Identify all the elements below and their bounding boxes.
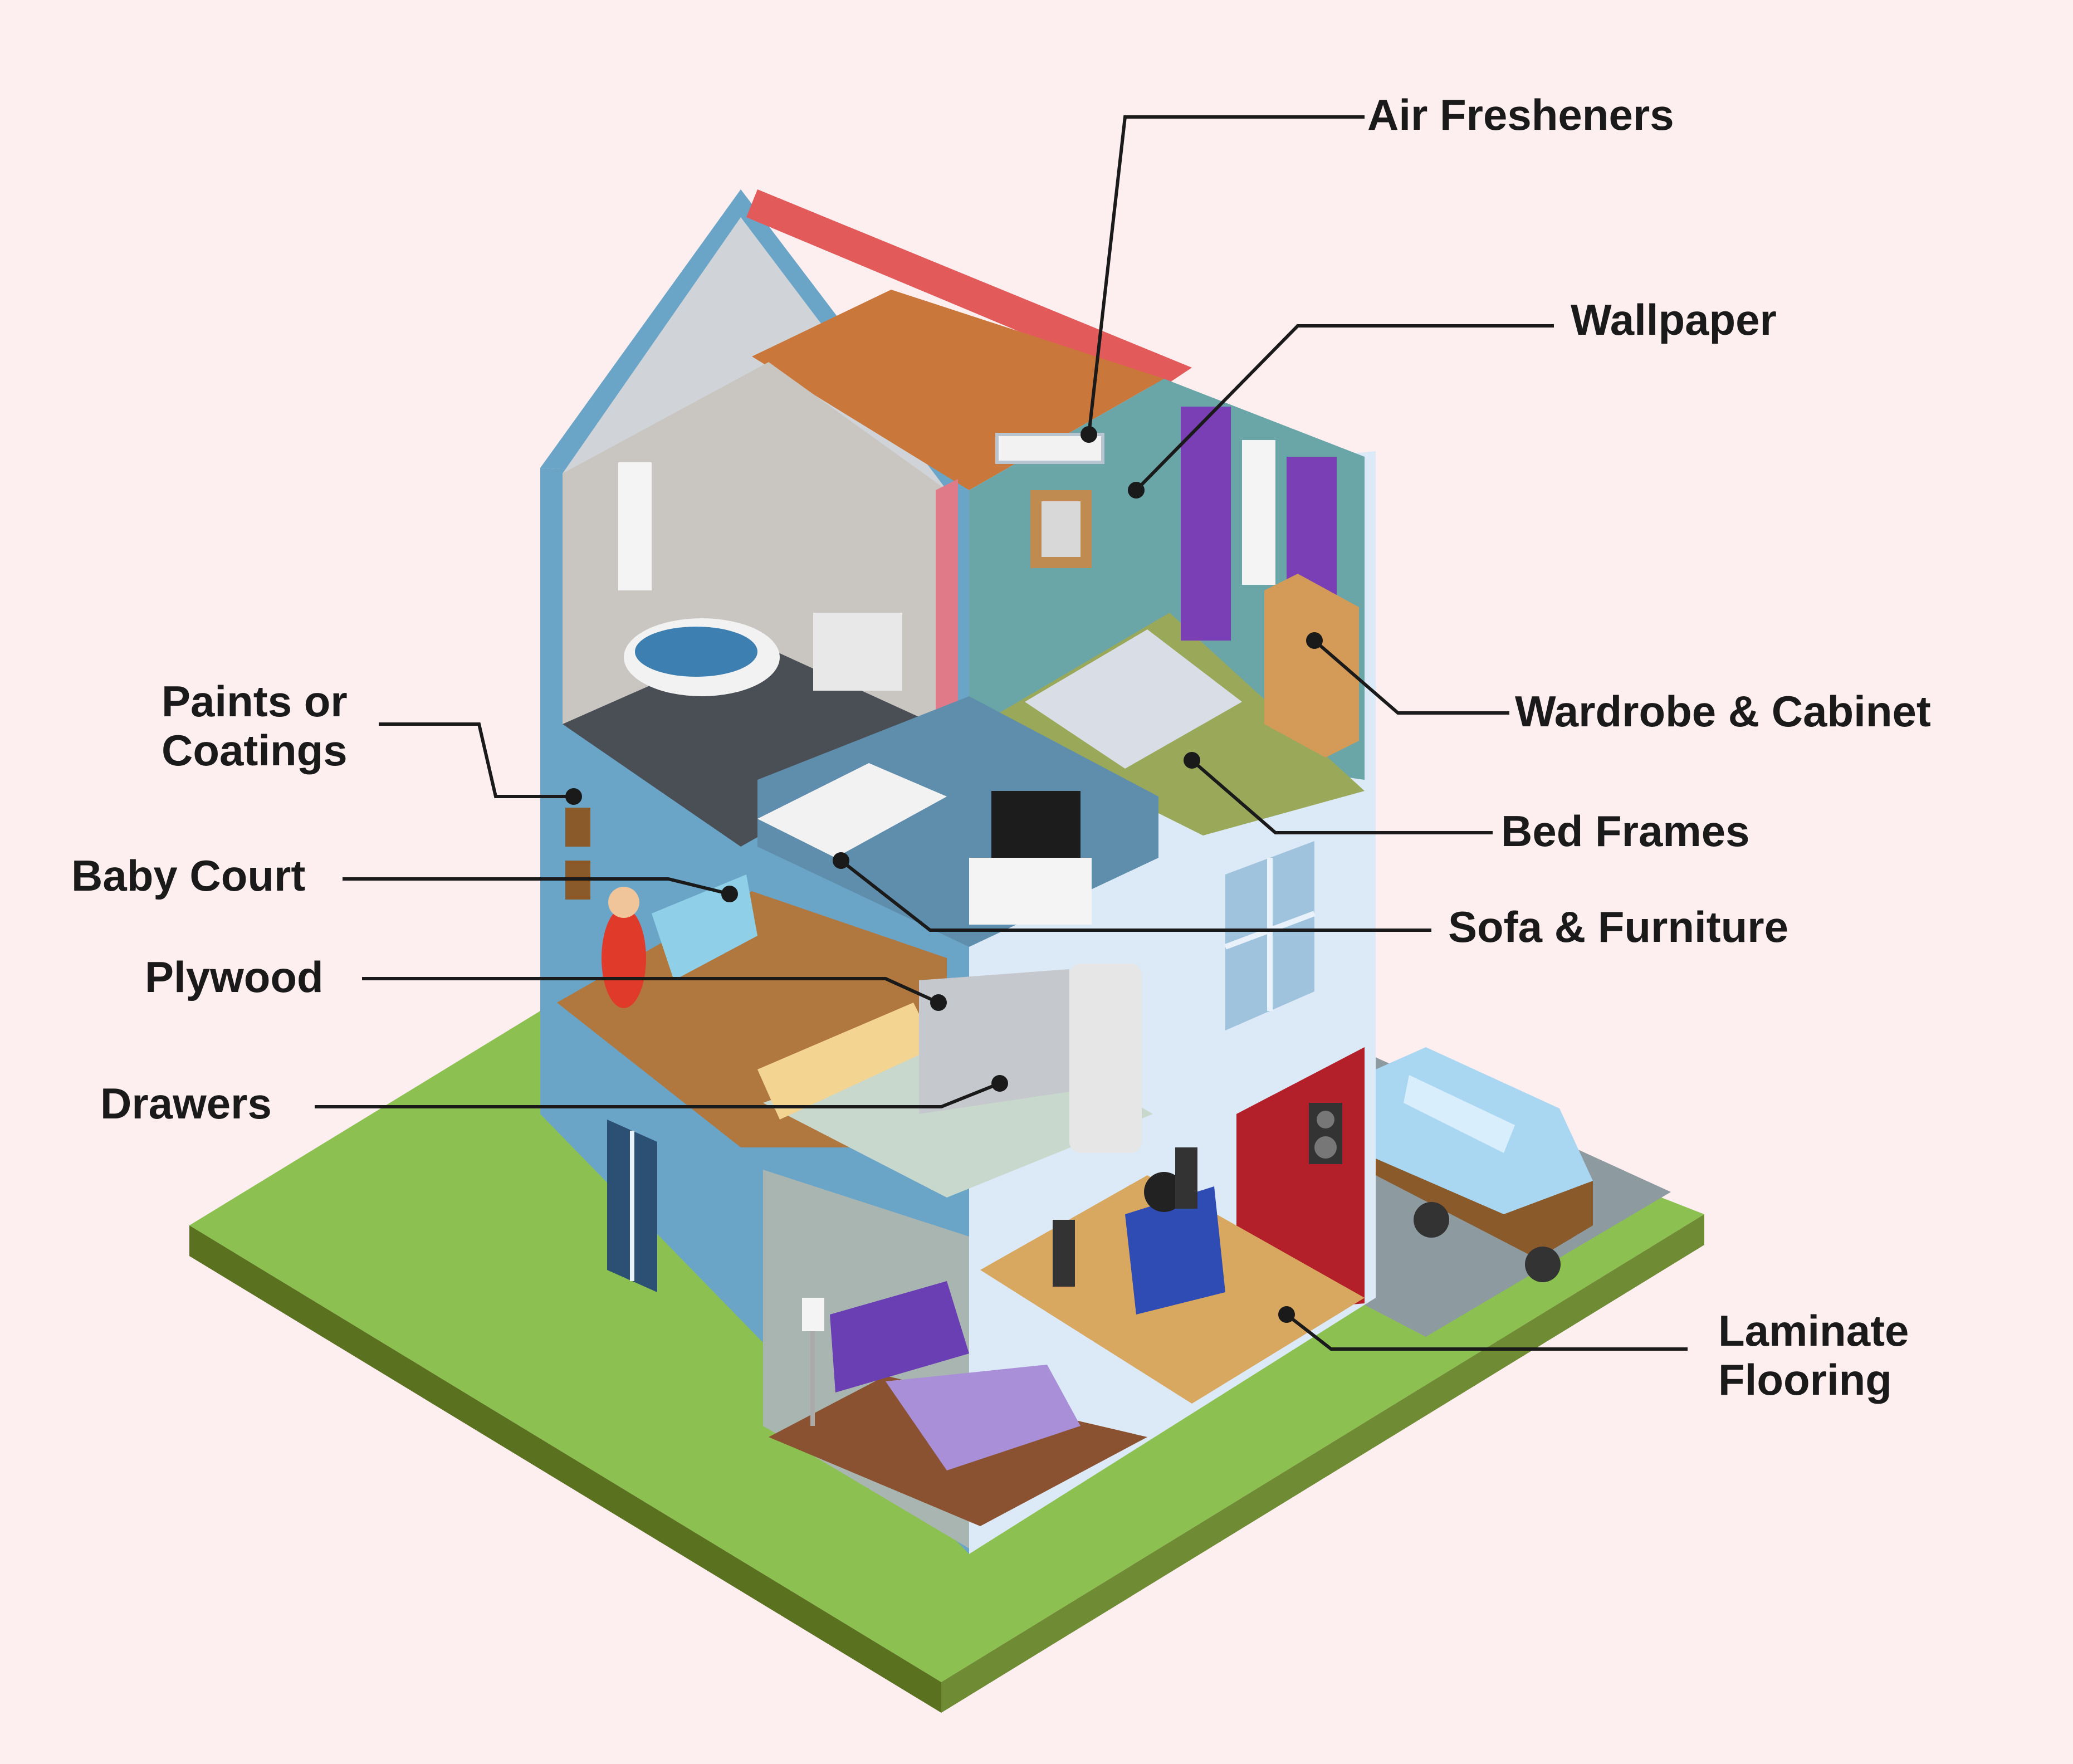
callout-line-wallpaper	[1135, 324, 1554, 492]
label-bed-frames: Bed Frames	[1501, 807, 1750, 856]
label-drawers: Drawers	[100, 1079, 272, 1128]
callout-dots	[565, 426, 1323, 1323]
label-paints-coatings: Paints or Coatings	[162, 677, 348, 775]
callout-line-baby-court	[343, 877, 730, 896]
callout-dot-bed-frames	[1184, 752, 1200, 769]
callout-dot-air-fresheners	[1080, 426, 1097, 443]
label-wallpaper: Wallpaper	[1571, 295, 1777, 344]
callout-dot-plywood	[930, 994, 947, 1011]
label-air-fresheners: Air Fresheners	[1367, 90, 1674, 139]
attic-partition	[936, 479, 958, 746]
callout-dot-sofa	[833, 852, 849, 869]
callout-dot-paints	[565, 788, 582, 805]
callout-dot-wallpaper	[1128, 482, 1145, 499]
callout-dot-drawers	[991, 1075, 1008, 1092]
callout-line-wardrobe	[1313, 639, 1509, 715]
callout-lines	[315, 115, 1688, 1351]
label-plywood: Plywood	[145, 952, 324, 1001]
callout-line-sofa	[840, 859, 1431, 932]
bathroom-room	[563, 362, 947, 847]
basement-rooms	[763, 1147, 1365, 1548]
label-paints-line1: Paints or	[162, 677, 348, 726]
label-baby-court: Baby Court	[71, 851, 306, 900]
car-illustration	[1376, 1047, 1593, 1282]
callout-line-drawers	[315, 1082, 1001, 1108]
label-sofa-furniture: Sofa & Furniture	[1448, 902, 1789, 951]
callout-dot-baby-court	[721, 886, 738, 902]
label-laminate-flooring: Laminate Flooring	[1718, 1306, 1909, 1404]
callout-line-laminate	[1285, 1313, 1688, 1351]
callout-line-paints	[379, 722, 574, 798]
label-laminate-line1: Laminate	[1718, 1306, 1909, 1355]
callout-dot-laminate	[1278, 1306, 1295, 1323]
living-room	[757, 696, 1158, 947]
label-wardrobe-cabinet: Wardrobe & Cabinet	[1515, 687, 1931, 736]
label-laminate-line2: Flooring	[1718, 1355, 1892, 1404]
callout-dot-wardrobe	[1306, 632, 1323, 649]
callout-line-plywood	[362, 977, 940, 1004]
callout-line-bed-frames	[1191, 759, 1493, 834]
label-paints-line2: Coatings	[162, 726, 348, 775]
callout-line-air-fresheners	[1087, 115, 1365, 435]
bedroom-room	[969, 379, 1365, 835]
